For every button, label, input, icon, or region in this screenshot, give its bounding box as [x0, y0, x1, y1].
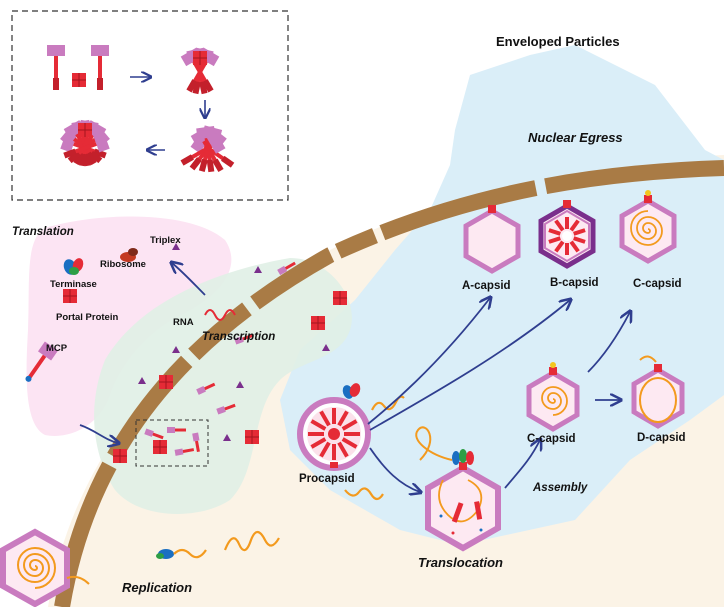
label-enveloped-particles: Enveloped Particles — [496, 34, 620, 49]
label-c-capsid-top: C-capsid — [633, 278, 682, 290]
mcp-icon — [25, 341, 58, 382]
nuclear-membrane — [54, 160, 724, 607]
label-assembly: Assembly — [533, 482, 588, 494]
protein-icon — [310, 315, 326, 331]
label-nuclear-egress: Nuclear Egress — [528, 130, 623, 145]
label-replication: Replication — [122, 580, 193, 595]
label-portal-protein: Portal Protein — [56, 312, 119, 323]
protein-icon — [332, 290, 348, 306]
label-c-capsid-middle: C-capsid — [527, 433, 576, 445]
arrow — [79, 424, 118, 443]
arrow — [367, 298, 490, 425]
label-b-capsid: B-capsid — [550, 277, 599, 289]
dna-strand — [344, 487, 384, 501]
assembly-inset-marker — [135, 419, 209, 467]
rna-strand — [204, 309, 236, 321]
d-capsid-icon — [631, 355, 685, 429]
label-transcription: Transcription — [202, 331, 276, 343]
entering-virion-icon — [0, 528, 90, 607]
a-capsid-icon — [463, 205, 521, 274]
procapsid-icon — [297, 397, 371, 471]
arrow — [369, 300, 570, 431]
terminase-icon — [156, 549, 174, 559]
label-a-capsid: A-capsid — [462, 280, 511, 292]
ribosome-icon — [120, 248, 138, 262]
dna-strand — [223, 530, 280, 552]
label-rna: RNA — [173, 317, 194, 328]
terminase-icon — [63, 258, 84, 275]
protein-icon — [112, 448, 128, 464]
portal-protein-icon — [62, 288, 78, 304]
label-ribosome: Ribosome — [100, 259, 146, 270]
label-triplex: Triplex — [150, 235, 181, 246]
c-capsid-icon — [619, 190, 677, 264]
dna-strand — [173, 548, 207, 559]
label-translocation: Translocation — [418, 555, 504, 570]
terminase-icon — [342, 383, 361, 399]
protein-icon — [158, 374, 174, 390]
arrow — [172, 263, 206, 296]
label-terminase: Terminase — [50, 279, 97, 290]
b-capsid-icon — [538, 200, 596, 269]
c-capsid-middle-icon — [526, 362, 580, 432]
arrow — [369, 447, 420, 492]
protein-icon — [152, 439, 168, 455]
portal-assembly-inset — [11, 10, 289, 201]
terminase-icon — [452, 449, 474, 465]
protein-icon — [244, 429, 260, 445]
portal-cube-icon — [71, 72, 87, 88]
label-procapsid: Procapsid — [299, 473, 355, 485]
label-mcp: MCP — [46, 343, 68, 354]
arrow — [587, 312, 630, 373]
translocation-capsid-icon — [425, 462, 501, 552]
label-translation: Translation — [12, 226, 74, 238]
label-d-capsid: D-capsid — [637, 432, 686, 444]
arrow — [504, 440, 540, 489]
dna-strand — [415, 426, 453, 461]
